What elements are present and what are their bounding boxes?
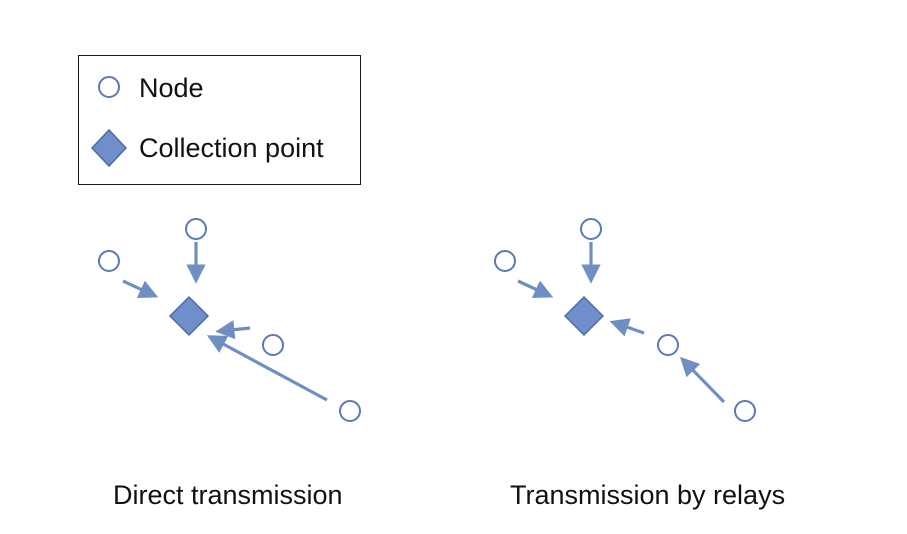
- node: [657, 334, 679, 356]
- node: [494, 250, 516, 272]
- collection-point: [168, 295, 210, 337]
- legend-node-icon: [98, 76, 120, 98]
- direct-transmission-panel: [98, 218, 361, 422]
- node: [98, 250, 120, 272]
- arrow: [609, 318, 645, 337]
- arrow: [206, 335, 328, 402]
- node: [580, 218, 602, 240]
- node: [185, 218, 207, 240]
- collection-point: [563, 295, 605, 337]
- relay-transmission-panel: [494, 218, 756, 422]
- relay-transmission-caption: Transmission by relays: [510, 480, 786, 510]
- arrow: [679, 356, 726, 404]
- legend-collection-point-label: Collection point: [139, 133, 324, 163]
- node: [262, 334, 284, 356]
- arrow: [215, 320, 251, 340]
- arrow: [122, 279, 159, 299]
- legend-box: [78, 55, 361, 185]
- arrow: [517, 279, 554, 299]
- node: [734, 400, 756, 422]
- node: [339, 400, 361, 422]
- legend-collection-point-icon: [90, 128, 128, 168]
- direct-transmission-caption: Direct transmission: [113, 480, 343, 510]
- legend-node-label: Node: [139, 73, 204, 103]
